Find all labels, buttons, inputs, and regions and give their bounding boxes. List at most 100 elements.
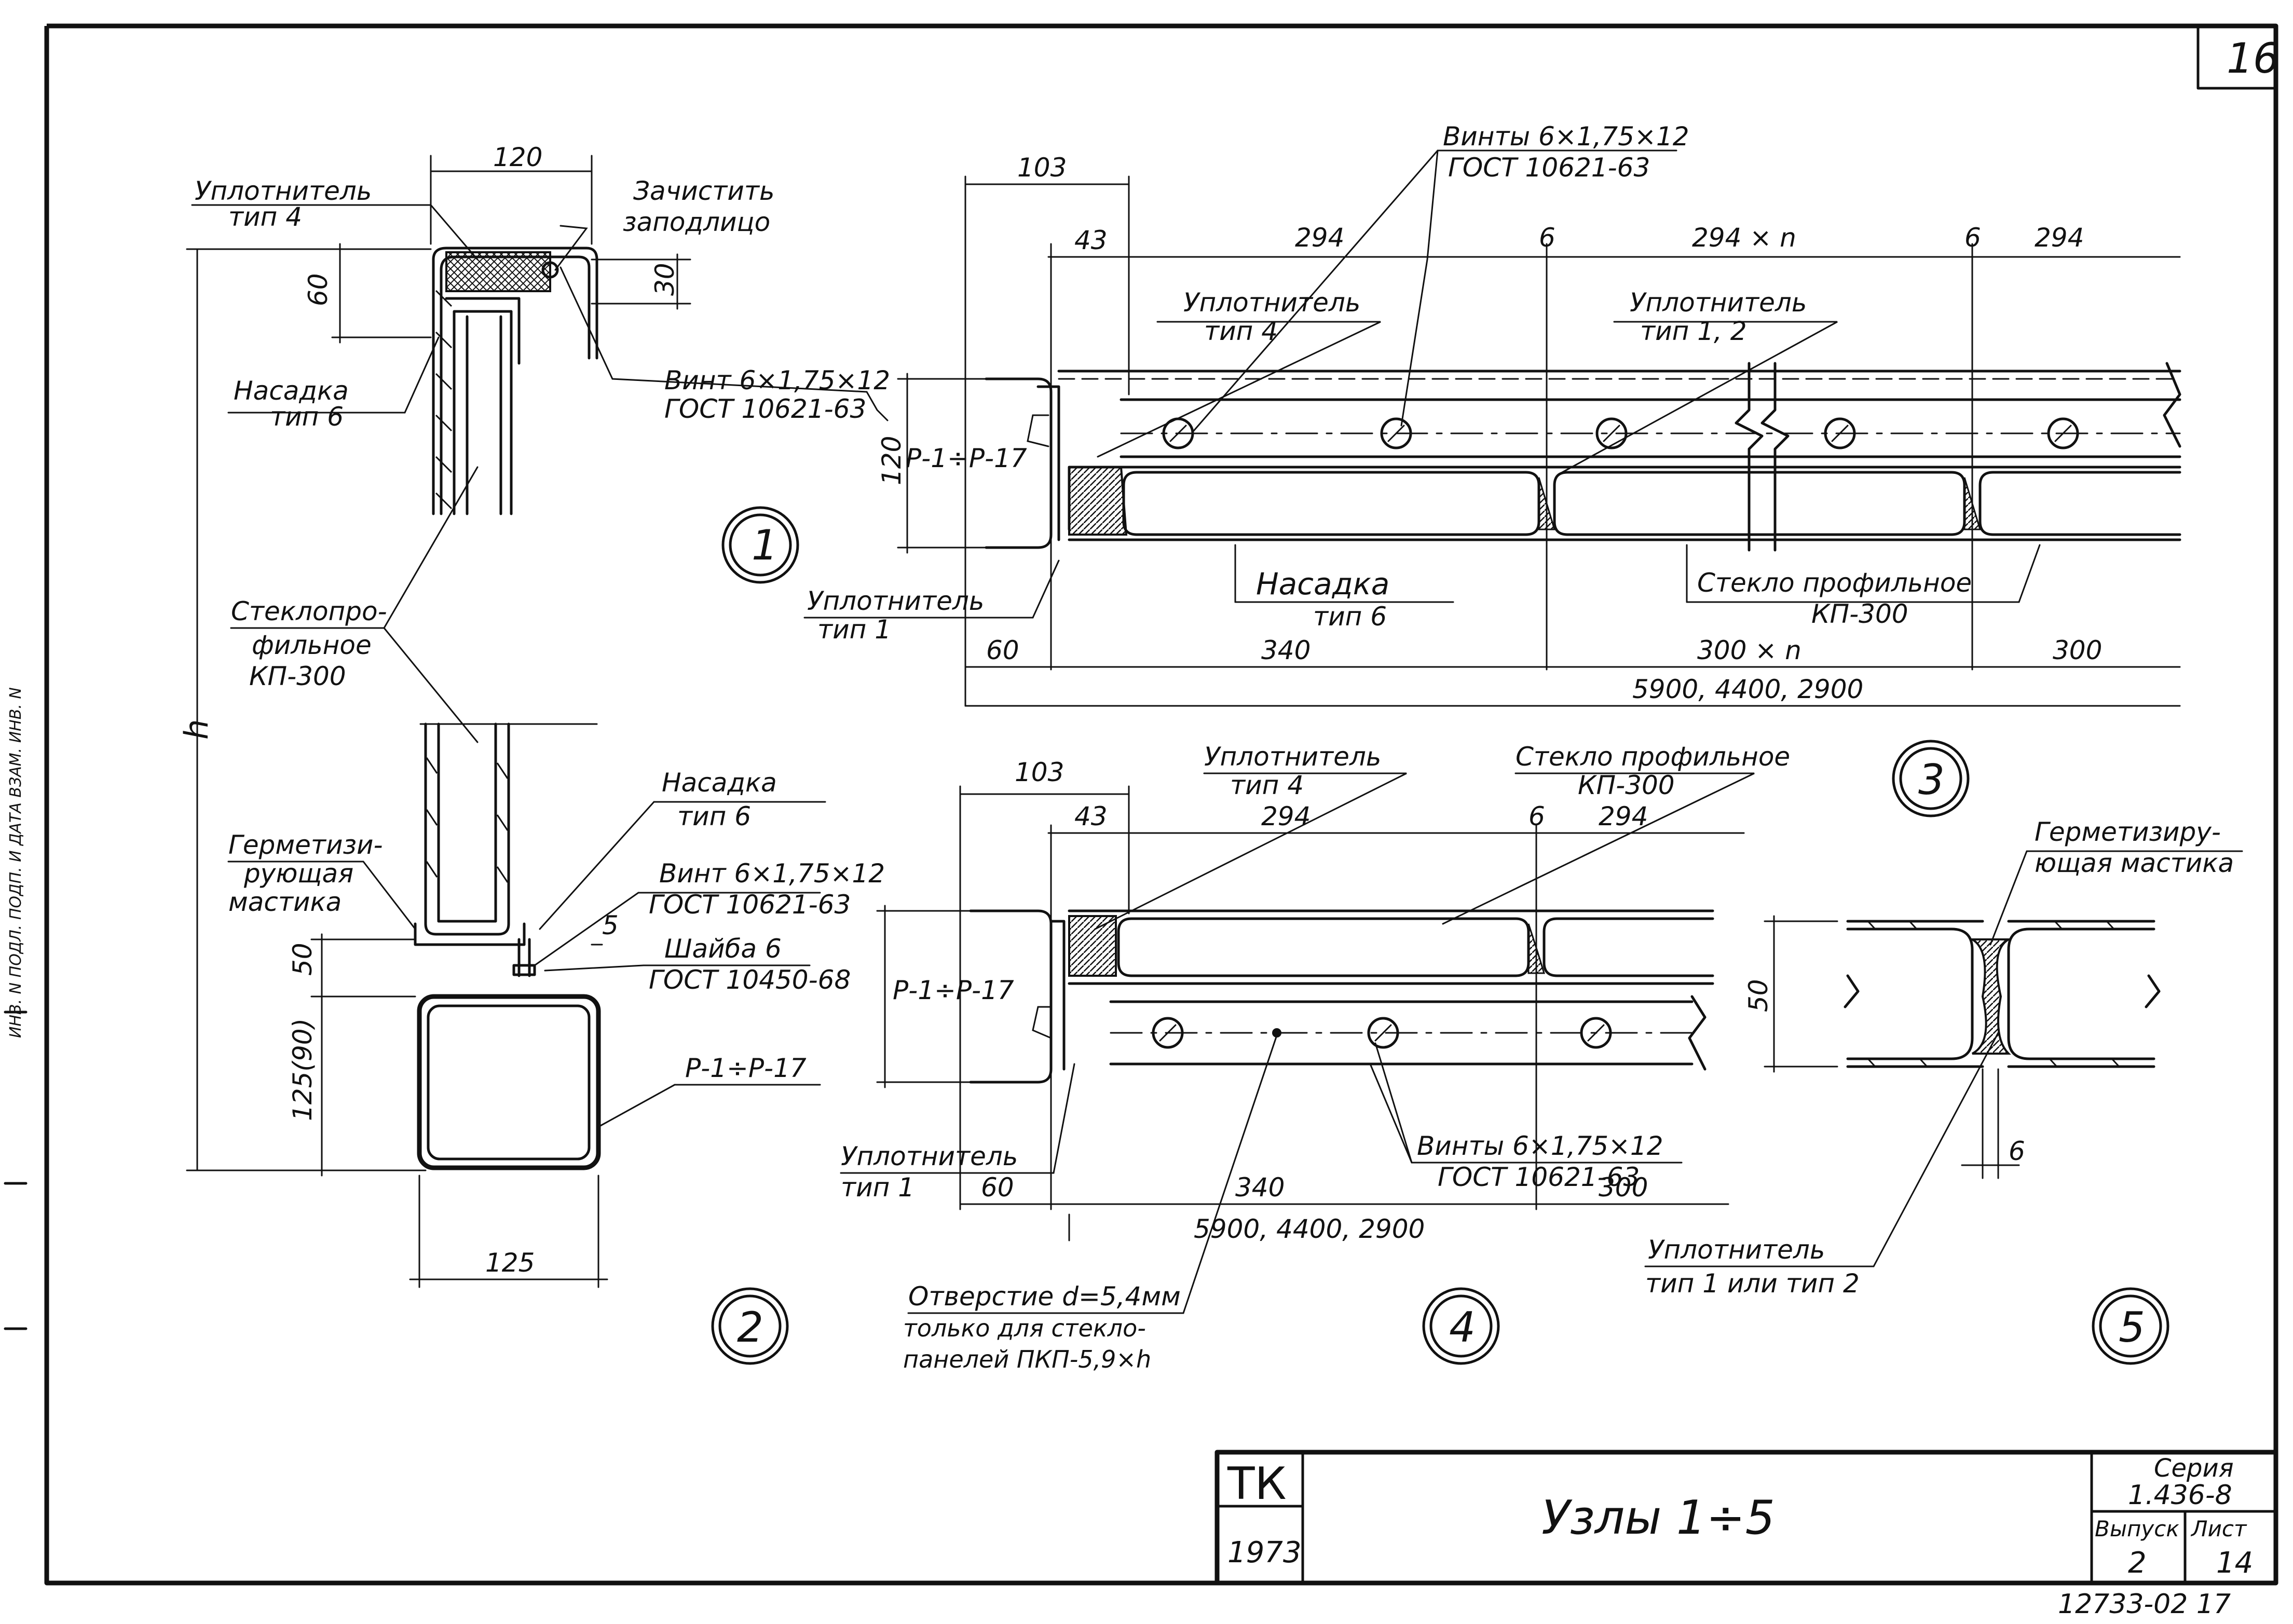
node1-callout-circle xyxy=(721,506,799,584)
node3-callout-circle xyxy=(1892,740,1970,817)
node5-dim-6: 6 xyxy=(2009,1136,2025,1166)
node4-dim-total: 5900, 4400, 2900 xyxy=(1194,1214,1425,1244)
node4-label-hole-l3: панелей ПКП-5,9×h xyxy=(903,1345,1151,1373)
node4-label-sealant4-l2: тип 4 xyxy=(1230,770,1304,800)
node4-label-hole-l1: Отверстие d=5,4мм xyxy=(908,1281,1181,1312)
issue-value: 2 xyxy=(2128,1546,2147,1580)
node3-label-screws-l2: ГОСТ 10621-63 xyxy=(1448,153,1650,183)
series-label: Серия xyxy=(2154,1454,2234,1483)
node1-label-screw-l1: Винт 6×1,75×12 xyxy=(664,365,890,395)
node1-number: 1 xyxy=(752,521,778,569)
node4-label-sealant1-l2: тип 1 xyxy=(841,1172,915,1203)
node4-dim-294a: 294 xyxy=(1261,801,1311,831)
node3-screw-holes xyxy=(1162,417,2079,449)
node3-label-sealant1-l1: Уплотнитель xyxy=(807,586,984,616)
node3-label-profile: Р-1÷Р-17 xyxy=(906,443,1027,473)
node4-label-sealant4-l1: Уплотнитель xyxy=(1204,742,1381,772)
node3-dim-300n: 300 × n xyxy=(1697,635,1801,665)
node5-dim-50: 50 xyxy=(1743,979,1773,1012)
node5-number: 5 xyxy=(2119,1303,2145,1352)
glass-label-l2: фильное xyxy=(252,630,372,660)
node-1-drawing: 120 60 30 Уплотнитель тип 4 Зачистить xyxy=(191,142,890,584)
glass-profile-label-group: Стеклопро- фильное КП-300 h xyxy=(178,248,479,1171)
glass-label-l3: КП-300 xyxy=(249,661,346,691)
sheet-title: Узлы 1÷5 xyxy=(1541,1491,1775,1545)
node2-dim-width: 125 xyxy=(485,1248,535,1278)
node4-number: 4 xyxy=(1449,1303,1476,1352)
node2-label-washer-l1: Шайба 6 xyxy=(664,934,782,964)
node3-dim-103: 103 xyxy=(1017,153,1067,183)
node5-callout-circle xyxy=(2092,1287,2169,1365)
node2-label-mastic-l3: мастика xyxy=(228,887,342,917)
node2-callout-circle xyxy=(711,1287,789,1365)
node3-dim-340: 340 xyxy=(1261,635,1311,665)
node3-dim-6a: 6 xyxy=(1539,223,1555,253)
node2-label-nozzle-l1: Насадка xyxy=(662,768,777,798)
node4-dim-300: 300 xyxy=(1599,1172,1648,1203)
node4-callout-circle xyxy=(1422,1287,1500,1365)
height-label: h xyxy=(178,719,215,740)
org-code: ТК xyxy=(1227,1458,1287,1510)
node1-label-clean-l1: Зачистить xyxy=(633,176,774,206)
node4-dim-294b: 294 xyxy=(1599,801,1648,831)
node5-label-mastic-l1: Герметизиру- xyxy=(2035,817,2221,847)
node1-dim-60: 60 xyxy=(303,273,333,306)
node-2-drawing: 50 125(90) 5 125 Герметизи- рующая масти… xyxy=(227,722,885,1365)
node4-label-screws-l2: ГОСТ 10621-63 xyxy=(1438,1162,1640,1192)
title-block: ТК 1973 Узлы 1÷5 Серия 1.436-8 Выпуск 2 … xyxy=(1214,1450,2277,1585)
node3-label-nozzle-l1: Насадка xyxy=(1256,566,1389,602)
node2-label-screw-l1: Винт 6×1,75×12 xyxy=(659,858,885,889)
node4-screw-holes xyxy=(1152,1017,1612,1049)
series-value: 1.436-8 xyxy=(2128,1480,2232,1511)
node1-label-screw-l2: ГОСТ 10621-63 xyxy=(664,394,866,424)
node3-dim-60: 60 xyxy=(986,635,1019,665)
sheet-frame: 16 12733-02 17 ИНВ. N ПОДЛ. ПОДП. И ДАТА… xyxy=(4,23,2280,1620)
node1-label-nozzle-l1: Насадка xyxy=(234,376,349,406)
node5-label-sealant-l1: Уплотнитель xyxy=(1648,1235,1825,1265)
glass-label-l1: Стеклопро- xyxy=(231,596,387,626)
node2-label-profile: Р-1÷Р-17 xyxy=(685,1053,807,1083)
node4-dim-60: 60 xyxy=(981,1172,1014,1203)
node-4-drawing: 103 43 294 6 294 60 340 xyxy=(840,742,1790,1373)
node1-label-sealant-l1: Уплотнитель xyxy=(195,176,372,206)
node2-number: 2 xyxy=(737,1303,763,1352)
node3-dim-300: 300 xyxy=(2053,635,2102,665)
node4-label-glass-l2: КП-300 xyxy=(1578,770,1675,800)
node4-dim-340: 340 xyxy=(1235,1172,1285,1203)
node4-label-screws-l1: Винты 6×1,75×12 xyxy=(1417,1131,1663,1161)
node3-number: 3 xyxy=(1918,756,1945,804)
node-3-drawing: 103 43 294 6 294 × n 6 294 120 xyxy=(803,121,2181,817)
node1-dim-width: 120 xyxy=(493,142,542,172)
node2-dim-50: 50 xyxy=(288,943,318,976)
node3-label-sealant12-l1: Уплотнитель xyxy=(1630,288,1807,318)
node-5-drawing: 50 6 Герметизиру- ющая мастика Уплотните… xyxy=(1644,817,2243,1365)
node2-dim-5: 5 xyxy=(602,910,619,940)
node4-label-sealant1-l1: Уплотнитель xyxy=(841,1141,1018,1171)
node3-label-screws-l1: Винты 6×1,75×12 xyxy=(1443,121,1689,152)
node3-dim-294b: 294 xyxy=(2035,223,2084,253)
node2-label-nozzle-l2: тип 6 xyxy=(677,801,751,831)
node4-dim-6: 6 xyxy=(1528,801,1545,831)
node3-label-sealant1-l2: тип 1 xyxy=(817,615,891,645)
node1-label-sealant-l2: тип 4 xyxy=(228,202,302,232)
node2-label-washer-l2: ГОСТ 10450-68 xyxy=(649,965,851,995)
node3-label-glass-l2: КП-300 xyxy=(1811,599,1908,629)
node1-dim-30: 30 xyxy=(650,263,680,296)
node5-label-sealant-l2: тип 1 или тип 2 xyxy=(1645,1268,1860,1299)
node3-label-sealant4-l1: Уплотнитель xyxy=(1183,288,1360,318)
node4-dim-43: 43 xyxy=(1074,801,1108,831)
node3-label-glass-l1: Стекло профильное xyxy=(1697,568,1972,598)
node3-dim-total: 5900, 4400, 2900 xyxy=(1632,674,1863,704)
node4-label-hole-l2: только для стекло- xyxy=(903,1314,1146,1342)
node4-dim-103: 103 xyxy=(1015,757,1064,787)
node3-dim-43: 43 xyxy=(1074,225,1108,255)
node3-dim-294n: 294 × n xyxy=(1692,223,1796,253)
node5-label-mastic-l2: ющая мастика xyxy=(2035,848,2234,878)
sheet-number: 16 xyxy=(2227,34,2280,83)
year: 1973 xyxy=(1227,1536,1302,1570)
node3-dim-120: 120 xyxy=(877,436,907,485)
node1-label-clean-l2: заподлицо xyxy=(623,207,770,237)
sheet-label: Лист xyxy=(2190,1516,2247,1541)
node3-label-sealant12-l2: тип 1, 2 xyxy=(1640,316,1747,346)
